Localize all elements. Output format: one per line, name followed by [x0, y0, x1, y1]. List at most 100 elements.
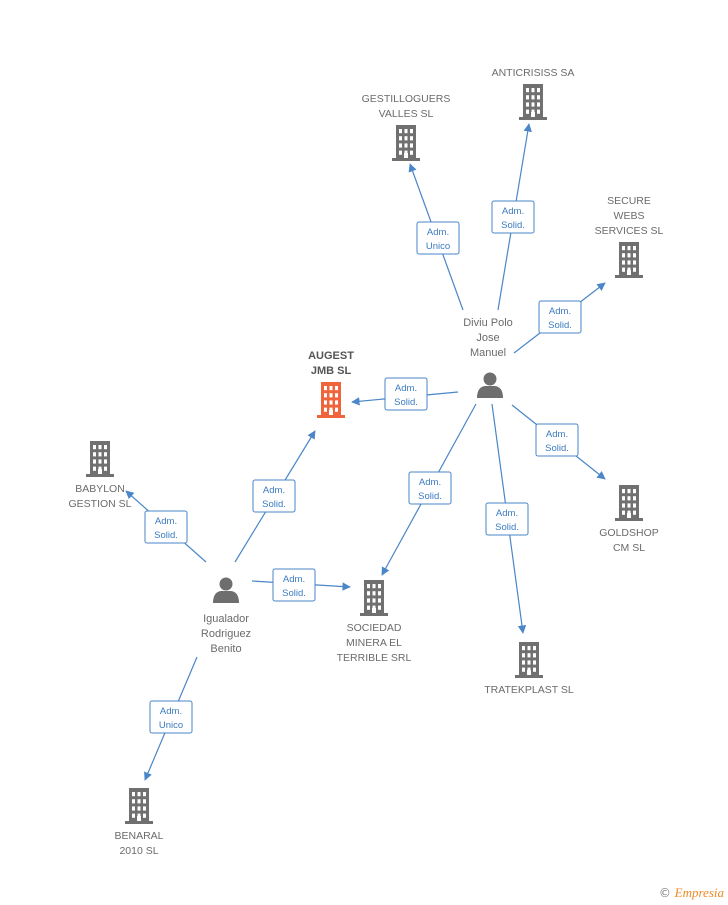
- edge-label-text: Solid.: [548, 320, 572, 331]
- edge-label-text: Unico: [159, 720, 183, 731]
- edge-label-box: [416, 221, 460, 255]
- person-icon: [213, 577, 239, 603]
- company-name: JMB SL: [311, 365, 352, 377]
- company-name: GESTILLOGUERS: [362, 93, 451, 105]
- company-node-babylon[interactable]: BABYLON GESTION SL: [68, 441, 132, 510]
- edge-igualador-augest: Adm. Solid.: [234, 430, 316, 563]
- edge-label-box: [144, 510, 188, 544]
- company-name: 2010 SL: [119, 845, 158, 857]
- company-name: ANTICRISISS SA: [492, 67, 575, 79]
- edge-label-text: Solid.: [501, 220, 525, 231]
- company-name: WEBS: [614, 210, 645, 222]
- company-node-anticrisiss[interactable]: ANTICRISISS SA: [492, 67, 575, 120]
- edge-label-text: Adm.: [155, 516, 177, 527]
- edge-role-label[interactable]: Adm. Solid.: [538, 300, 582, 334]
- edge-label-text: Solid.: [282, 588, 306, 599]
- company-name: TRATEKPLAST SL: [484, 684, 574, 696]
- edge-label-box: [252, 479, 296, 513]
- brand-logo[interactable]: Empresia: [674, 885, 724, 900]
- building-icon: [615, 485, 643, 521]
- edge-label-text: Adm.: [427, 227, 449, 238]
- company-node-secure[interactable]: SECURE WEBS SERVICES SL: [595, 195, 664, 278]
- edge-label-box: [535, 423, 579, 457]
- edge-label-text: Solid.: [394, 397, 418, 408]
- company-name: SERVICES SL: [595, 225, 664, 237]
- company-name: TERRIBLE SRL: [337, 652, 412, 664]
- nodes-layer: GESTILLOGUERS VALLES SL ANTICRISISS SA SECU…: [68, 67, 663, 857]
- edge-label-text: Solid.: [418, 491, 442, 502]
- company-name: SECURE: [607, 195, 651, 207]
- company-name: SOCIEDAD: [347, 622, 402, 634]
- company-name: GESTION SL: [68, 498, 131, 510]
- company-name: BABYLON: [75, 483, 125, 495]
- edge-label-box: [149, 700, 193, 734]
- building-icon: [519, 84, 547, 120]
- edge-label-text: Adm.: [502, 206, 524, 217]
- person-name: Manuel: [470, 347, 506, 359]
- company-name: BENARAL: [114, 830, 163, 842]
- edge-igualador-benaral: Adm. Unico: [144, 656, 198, 781]
- edge-role-label[interactable]: Adm. Unico: [416, 221, 460, 255]
- company-name: MINERA EL: [346, 637, 402, 649]
- edge-role-label[interactable]: Adm.Solid.: [535, 423, 579, 457]
- person-name: Rodriguez: [201, 628, 251, 640]
- person-name: Igualador: [203, 613, 249, 625]
- edge-label-box: [272, 568, 316, 602]
- company-node-gestilloguers[interactable]: GESTILLOGUERS VALLES SL: [362, 93, 451, 161]
- company-node-sociedad[interactable]: SOCIEDAD MINERA EL TERRIBLE SRL: [337, 580, 412, 664]
- person-name: Diviu Polo: [463, 317, 513, 329]
- footer: © Empresia: [659, 885, 724, 901]
- edge-label-box: [491, 200, 535, 234]
- edge-diviu-anticrisiss: Adm. Solid.: [491, 123, 535, 311]
- edge-role-label[interactable]: Adm. Solid.: [384, 377, 428, 411]
- edge-label-text: Unico: [426, 241, 450, 252]
- person-icon: [477, 372, 503, 398]
- edge-label-box: [485, 502, 529, 536]
- company-node-goldshop[interactable]: GOLDSHOP CM SL: [599, 485, 659, 554]
- building-icon: [86, 441, 114, 477]
- edge-label-text: Solid.: [154, 530, 178, 541]
- edge-diviu-sociedad: Adm. Solid.: [381, 403, 477, 576]
- edge-role-label[interactable]: Adm. Unico: [149, 700, 193, 734]
- edge-label-text: Adm.: [395, 383, 417, 394]
- edge-label-text: Solid.: [262, 499, 286, 510]
- edge-label-text: Adm.: [419, 477, 441, 488]
- company-node-tratekplast[interactable]: TRATEKPLAST SL: [484, 642, 574, 696]
- edge-diviu-gestilloguers: Adm. Unico: [408, 163, 464, 311]
- edge-role-label[interactable]: Adm. Solid.: [491, 200, 535, 234]
- edge-label-text: Solid.: [495, 522, 519, 533]
- edge-role-label[interactable]: Adm. Solid.: [144, 510, 188, 544]
- edge-label-text: Adm.: [263, 485, 285, 496]
- edge-role-label[interactable]: Adm. Solid.: [252, 479, 296, 513]
- edge-role-label[interactable]: Adm. Solid.: [485, 502, 529, 536]
- edge-diviu-augest: Adm. Solid.: [351, 377, 459, 411]
- building-icon: [515, 642, 543, 678]
- person-name: Jose: [476, 332, 499, 344]
- company-name: VALLES SL: [379, 108, 434, 120]
- edge-label-text: Adm.: [160, 706, 182, 717]
- company-node-benaral[interactable]: BENARAL 2010 SL: [114, 788, 164, 857]
- company-name: GOLDSHOP: [599, 527, 659, 539]
- edge-diviu-goldshop: Adm.Solid.: [511, 404, 606, 480]
- edge-diviu-tratekplast: Adm. Solid.: [485, 403, 529, 634]
- company-name: AUGEST: [308, 350, 354, 362]
- person-name: Benito: [210, 643, 241, 655]
- edge-igualador-babylon: Adm. Solid.: [125, 490, 207, 563]
- building-icon: [392, 125, 420, 161]
- edge-label-box: [408, 471, 452, 505]
- company-node-augest[interactable]: AUGEST JMB SL: [308, 350, 354, 418]
- building-icon: [360, 580, 388, 616]
- edge-label-text: Adm.: [549, 306, 571, 317]
- company-name: CM SL: [613, 542, 645, 554]
- edge-label-text: Adm.: [283, 574, 305, 585]
- edge-label-box: [538, 300, 582, 334]
- building-icon: [125, 788, 153, 824]
- edge-role-label[interactable]: Adm. Solid.: [272, 568, 316, 602]
- edge-label-text: Adm.: [496, 508, 518, 519]
- edge-diviu-secure: Adm. Solid.: [513, 282, 606, 354]
- edge-label-box: [384, 377, 428, 411]
- edge-role-label[interactable]: Adm. Solid.: [408, 471, 452, 505]
